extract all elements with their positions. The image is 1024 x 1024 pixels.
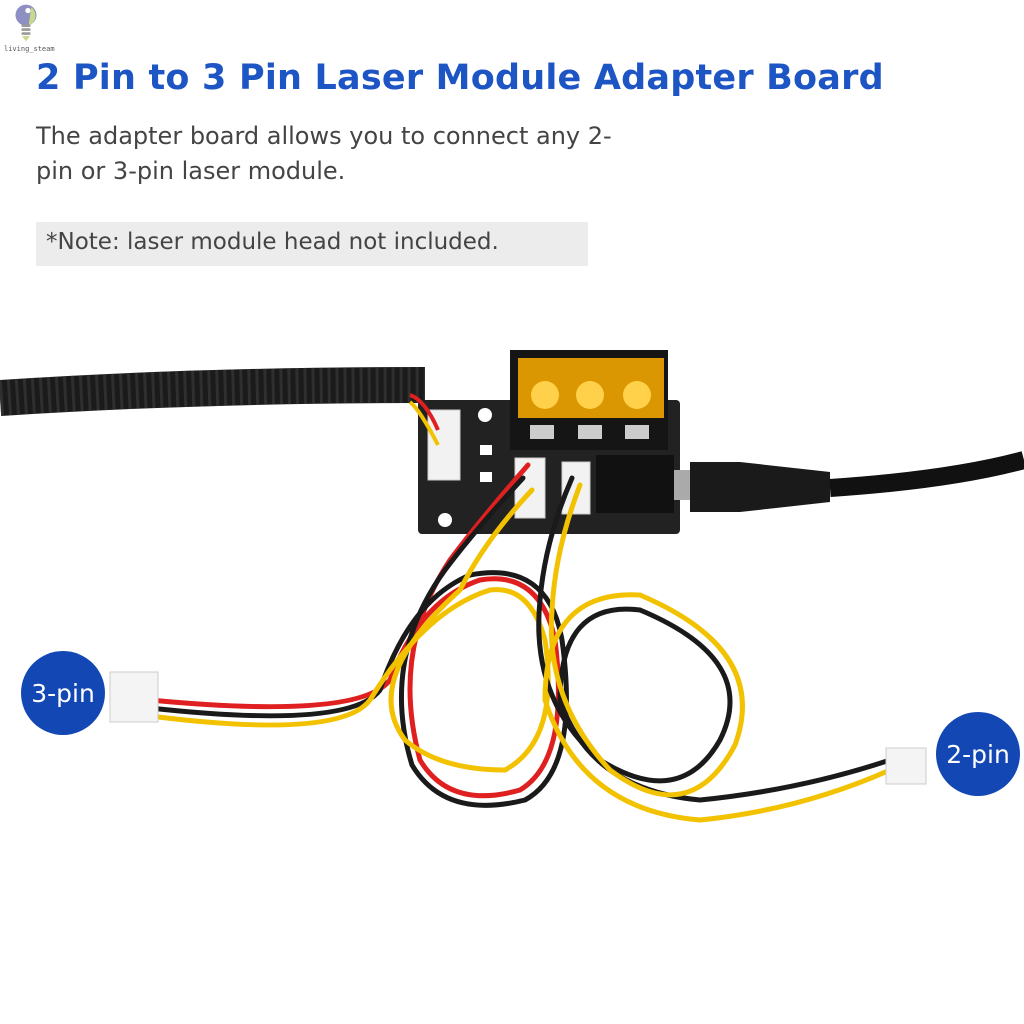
dc-cable <box>829 451 1024 497</box>
page-title: 2 Pin to 3 Pin Laser Module Adapter Boar… <box>36 58 884 98</box>
connector-3pin-end <box>109 671 159 723</box>
label-2-pin: 2-pin <box>936 712 1020 796</box>
note-box: *Note: laser module head not included. <box>36 222 588 266</box>
logo-text: living_steam <box>4 45 55 53</box>
connector-2pin-end <box>885 747 927 785</box>
wire-yellow-2pin <box>542 482 893 823</box>
braided-sleeve <box>0 367 426 416</box>
description: The adapter board allows you to connect … <box>36 122 612 185</box>
dc-jack <box>596 455 674 513</box>
lightbulb-logo-icon <box>15 4 37 42</box>
note-text: *Note: laser module head not included. <box>46 229 499 255</box>
connector-3pin-board <box>514 457 546 519</box>
label-3-pin: 3-pin <box>21 651 105 735</box>
wire-black-2pin <box>536 475 893 803</box>
